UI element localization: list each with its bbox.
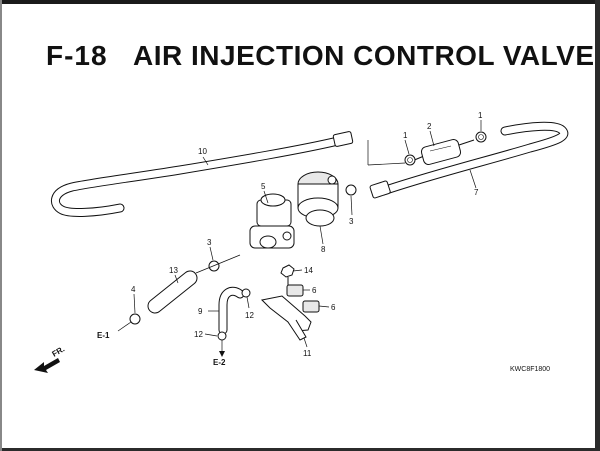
callout-11: 11 (303, 349, 312, 358)
front-arrow-icon (34, 358, 60, 373)
clip-1-right (475, 131, 487, 143)
bracket-11 (260, 295, 312, 341)
callout-7: 7 (474, 188, 479, 197)
callout-4: 4 (131, 285, 136, 294)
drawing-reference-code: KWC8F1800 (510, 366, 550, 373)
clip-12-upper (241, 288, 251, 298)
frame-bottom-edge (0, 448, 600, 451)
callout-1-right: 1 (478, 111, 483, 120)
hose-7 (369, 121, 569, 199)
page-title: AIR INJECTION CONTROL VALVE (133, 40, 595, 71)
mount-6-lower (302, 300, 320, 313)
frame-left-edge (0, 0, 2, 451)
clamp-4 (129, 313, 141, 325)
frame-top-edge (0, 0, 600, 4)
clip-1-left (404, 154, 416, 166)
callout-6-lower: 6 (331, 303, 336, 312)
control-valve-8 (297, 171, 339, 227)
front-direction-label: FR. (51, 344, 67, 358)
callout-5: 5 (261, 182, 266, 191)
reed-valve-5 (249, 193, 295, 249)
frame-right-edge (595, 0, 600, 451)
callout-13: 13 (169, 266, 178, 275)
clip-12-lower (217, 331, 227, 341)
callout-9: 9 (198, 307, 203, 316)
callout-8: 8 (321, 245, 326, 254)
callout-3-lower: 3 (207, 238, 212, 247)
callout-2: 2 (427, 122, 432, 131)
mount-6-upper (286, 284, 304, 297)
callout-3-upper: 3 (349, 217, 354, 226)
tube-13 (147, 254, 241, 314)
hose-10 (51, 131, 354, 217)
callout-6-upper: 6 (312, 286, 317, 295)
bolt-14 (280, 264, 295, 290)
tube-9 (218, 286, 245, 335)
filter-2 (411, 139, 475, 165)
callout-1-left: 1 (403, 131, 408, 140)
callout-12-lower: 12 (194, 330, 203, 339)
clamp-3-upper (345, 184, 357, 196)
callout-10: 10 (198, 147, 207, 156)
connector-e2-label: E-2 (213, 358, 226, 367)
callout-14: 14 (304, 266, 313, 275)
connector-e1-label: E-1 (97, 331, 110, 340)
leader-lines (117, 120, 482, 357)
callout-12-upper: 12 (245, 311, 254, 320)
page-code: F-18 (46, 40, 108, 71)
